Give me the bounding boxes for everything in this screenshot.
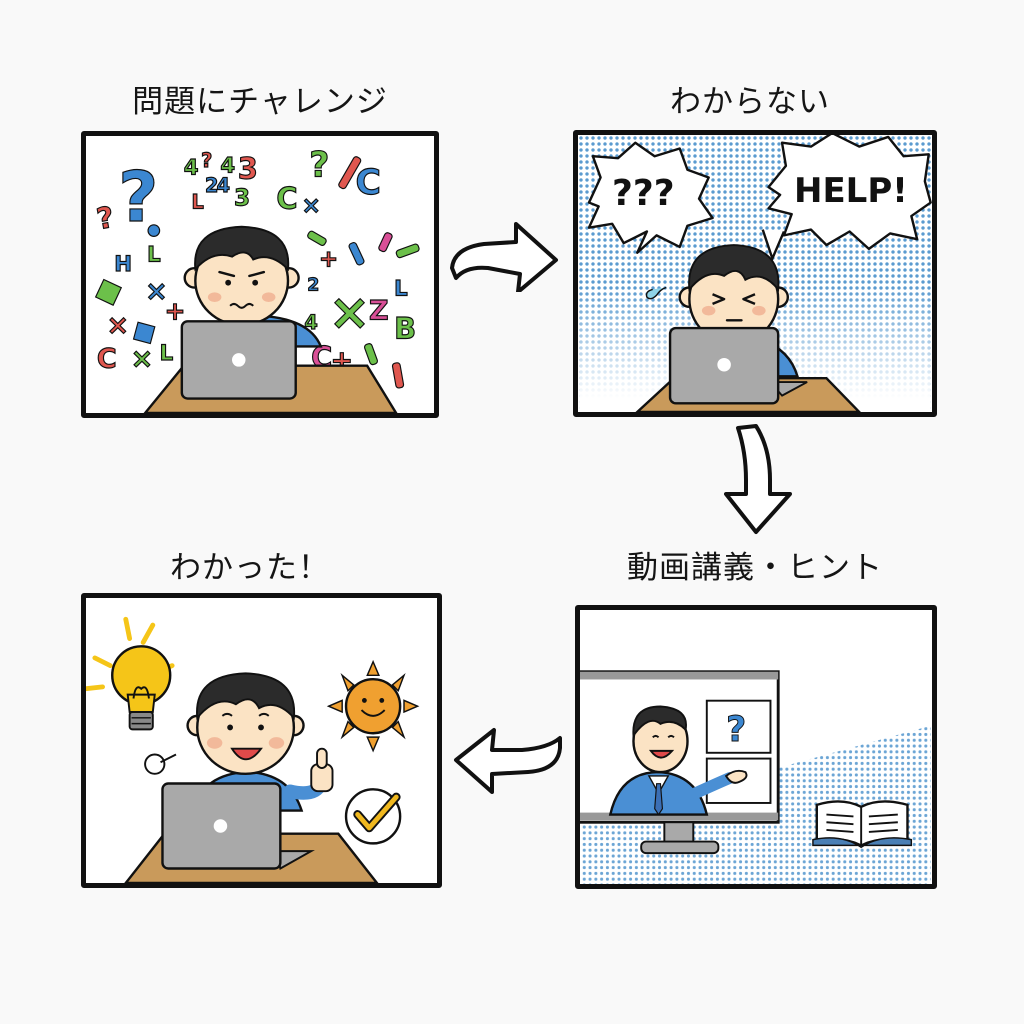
curved-arrow-left-icon	[454, 728, 562, 794]
lightbulb-icon	[86, 616, 175, 731]
svg-text:2: 2	[205, 174, 218, 197]
svg-text:L: L	[147, 242, 161, 267]
panel-2-title: わからない	[670, 84, 830, 120]
svg-text:B: B	[394, 312, 416, 346]
svg-text:×: ×	[329, 282, 371, 341]
panel-confused: ??? HELP!	[573, 130, 937, 417]
svg-text:+: +	[319, 246, 338, 272]
panel-1-title: 問題にチャレンジ	[132, 84, 388, 120]
svg-text:×: ×	[131, 344, 154, 375]
panel-4-title: わかった！	[170, 550, 330, 586]
panel-3-title: 動画講義・ヒント	[627, 550, 883, 586]
arrow-down	[724, 424, 802, 536]
arrow-right	[448, 218, 560, 294]
svg-text:4: 4	[220, 154, 235, 179]
svg-text:?: ?	[94, 200, 116, 236]
curved-arrow-down-icon	[724, 424, 792, 534]
svg-text:L: L	[394, 276, 408, 301]
svg-text:4: 4	[184, 156, 199, 181]
bubble-question-marks: ???	[612, 173, 675, 214]
check-mark-icon	[344, 788, 402, 845]
svg-text:L: L	[191, 190, 203, 213]
svg-text:4: 4	[217, 174, 230, 197]
confused-illustration	[579, 135, 932, 412]
svg-text:C: C	[276, 181, 297, 215]
svg-text:+: +	[164, 296, 185, 325]
arrow-left	[452, 726, 564, 800]
svg-text:L: L	[160, 341, 174, 366]
svg-text:C: C	[356, 163, 382, 203]
svg-text:2: 2	[307, 275, 319, 295]
video-lecture-illustration: ?	[580, 670, 931, 884]
svg-text:?: ?	[118, 157, 158, 238]
svg-text:H: H	[114, 252, 132, 277]
panel-challenge: ? ? 4 ? 4 3 2 4 3 L C × ? C H L × × + C …	[81, 131, 439, 418]
svg-text:C: C	[97, 344, 117, 375]
svg-text:×: ×	[107, 310, 130, 341]
svg-text:3: 3	[234, 185, 250, 211]
svg-text:?: ?	[201, 149, 212, 172]
challenge-illustration: ? ? 4 ? 4 3 2 4 3 L C × ? C H L × × + C …	[93, 145, 420, 413]
smiling-sun-icon	[326, 659, 420, 753]
curved-arrow-right-icon	[450, 222, 558, 294]
panel-understood	[81, 593, 442, 888]
svg-text:Z: Z	[369, 295, 389, 326]
understood-illustration	[86, 616, 420, 883]
panel-video-lecture: ?	[575, 605, 937, 889]
svg-text:×: ×	[302, 193, 321, 219]
question-mark-icon: ?	[726, 710, 746, 750]
svg-text:?: ?	[309, 146, 329, 186]
svg-text:3: 3	[238, 151, 258, 185]
bubble-help: HELP!	[794, 171, 908, 211]
thumbs-up-icon	[310, 747, 334, 793]
svg-text:×: ×	[145, 276, 168, 307]
